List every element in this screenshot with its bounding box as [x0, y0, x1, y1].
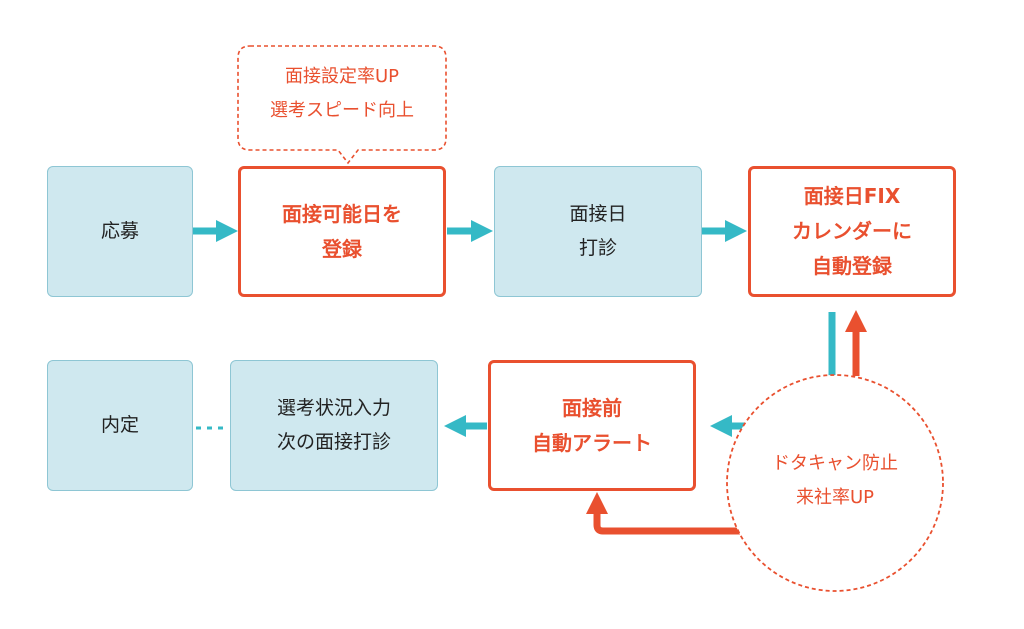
arrow-circle-to-pre-alert	[586, 492, 752, 535]
node-pre-alert: 面接前 自動アラート	[488, 360, 696, 491]
node-schedule-interview-line-1: 面接日	[569, 203, 627, 226]
node-apply-line-1: 応募	[100, 219, 139, 242]
top-callout-line-2: 選考スピード向上	[270, 100, 414, 122]
node-interview-fix-line-2: カレンダーに	[792, 219, 912, 243]
node-register-dates: 面接可能日を 登録	[238, 166, 446, 297]
node-pre-alert-line-2: 自動アラート	[532, 430, 652, 455]
node-interview-fix-line-3: 自動登録	[812, 254, 892, 278]
node-offer: 内定	[47, 360, 193, 491]
arrow-register-to-schedule	[447, 220, 493, 242]
circle-callout	[726, 374, 944, 592]
circle-callout-line-1: ドタキャン防止	[772, 453, 898, 474]
circle-callout-text: ドタキャン防止 来社率UP	[735, 447, 935, 515]
circle-callout-line-2: 来社率UP	[795, 487, 875, 509]
node-register-dates-line-2: 登録	[322, 236, 362, 261]
top-callout-line-1: 面接設定率UP	[284, 66, 400, 87]
node-status-input-line-1: 選考状況入力	[276, 397, 391, 420]
node-pre-alert-line-1: 面接前	[562, 395, 622, 420]
node-status-input-line-2: 次の面接打診	[276, 430, 391, 453]
node-status-input: 選考状況入力 次の面接打診	[230, 360, 438, 491]
node-interview-fix-line-1: 面接日FIX	[803, 184, 901, 208]
top-callout-bubble	[237, 45, 447, 165]
arrow-apply-to-register	[192, 220, 238, 242]
top-callout-text: 面接設定率UP 選考スピード向上	[238, 60, 446, 128]
node-schedule-interview-line-2: 打診	[578, 236, 617, 259]
arrow-circle-up-to-fix	[845, 310, 867, 376]
arrow-pre-alert-to-status	[444, 415, 487, 437]
node-apply: 応募	[47, 166, 193, 297]
node-schedule-interview: 面接日 打診	[494, 166, 702, 297]
node-interview-fix: 面接日FIX カレンダーに 自動登録	[748, 166, 956, 297]
arrow-schedule-to-fix	[701, 220, 747, 242]
node-offer-line-1: 内定	[100, 413, 139, 436]
node-register-dates-line-1: 面接可能日を	[282, 201, 402, 226]
